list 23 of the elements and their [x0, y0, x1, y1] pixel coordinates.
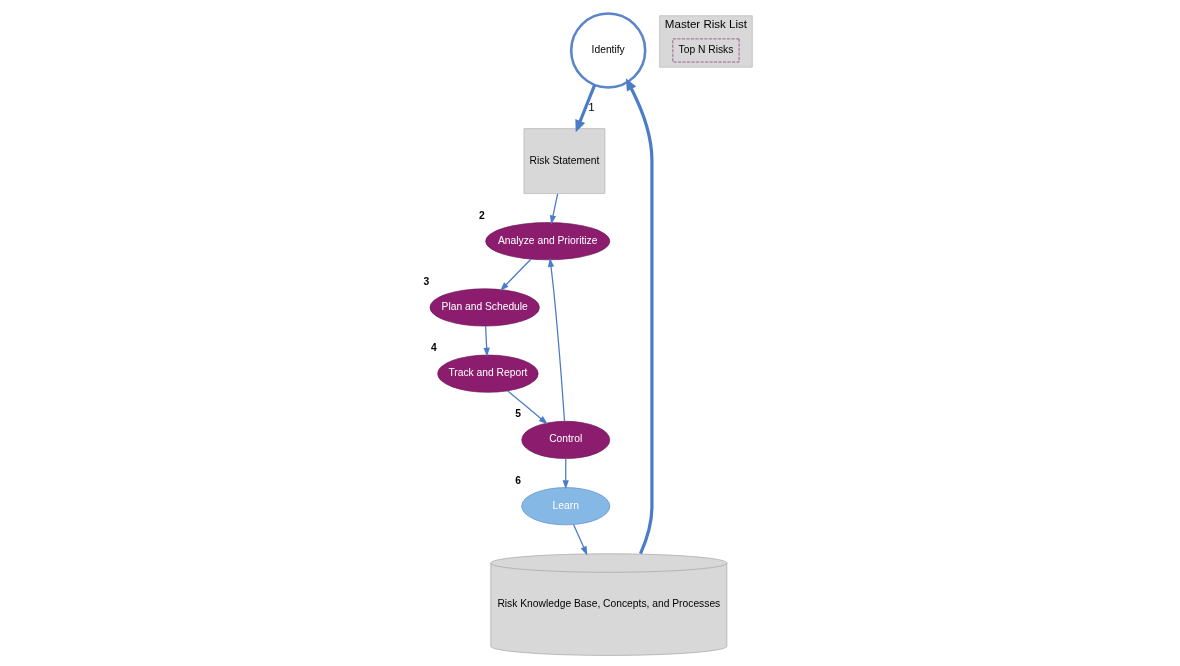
node-ellipse: Track and Report: [436, 354, 538, 393]
arrow: [625, 78, 654, 555]
edge-label: 1: [587, 100, 595, 113]
node-label: 5: [514, 408, 521, 420]
arrow: [547, 257, 565, 422]
node-label: 6: [514, 474, 521, 486]
arrow: [574, 84, 596, 133]
arrow: [562, 458, 569, 490]
node-label: 4: [430, 342, 437, 354]
arrow: [499, 258, 531, 291]
node-circle: Identify: [569, 12, 646, 89]
node-box: Top N Risks: [672, 38, 739, 63]
arrow: [483, 325, 490, 357]
node-label: 3: [423, 275, 429, 287]
arrow: [572, 524, 587, 556]
arrow: [506, 390, 548, 425]
node-label: 2: [478, 209, 485, 221]
node-ellipse: Analyze and Prioritize: [484, 222, 610, 261]
node-box: Risk Statement: [523, 128, 605, 194]
arrow: [549, 193, 558, 225]
node-ellipse: Learn: [520, 487, 610, 526]
node-ellipse: Plan and Schedule: [429, 288, 540, 327]
node-ellipse: Control: [520, 420, 610, 459]
